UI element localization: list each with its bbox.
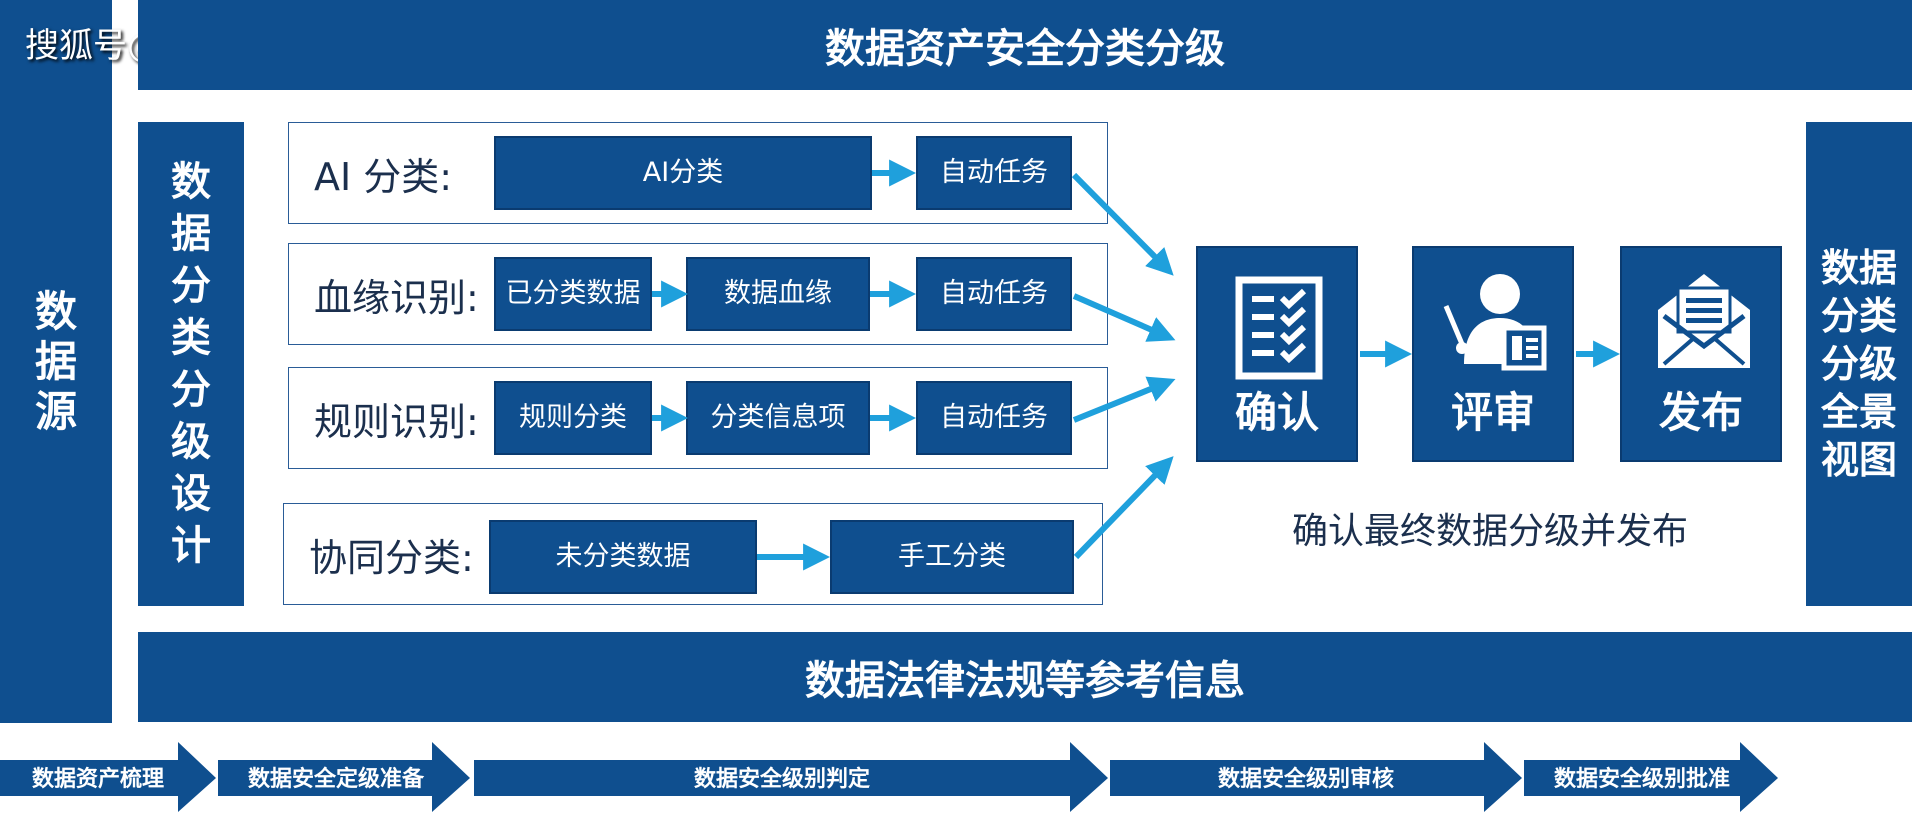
regulation-bar: 数据法律法规等参考信息 [138,632,1912,722]
row-title: 规则识别: [314,399,479,444]
title-bar: 数据资产安全分类分级 [138,0,1912,90]
process-step-label: 数据安全级别判定 [693,767,870,792]
regulation-label: 数据法律法规等参考信息 [805,658,1245,704]
data-source-label: 数据源 [34,286,77,436]
chevron-1 [0,742,216,812]
row-title: AI 分类: [314,154,453,199]
checklist-icon [1235,276,1323,380]
chevron-3 [474,742,1108,812]
steps-caption: 确认最终数据分级并发布 [1291,511,1688,552]
node-manual-classify: 手工分类 [830,520,1074,594]
step-publish: 发布 [1620,246,1782,462]
page-title: 数据资产安全分类分级 [825,26,1225,72]
node-classification-info: 分类信息项 [686,381,870,455]
node-rule-classify: 规则分类 [494,381,652,455]
data-source-bar: 数据源 [0,0,112,723]
step-review: 评审 [1412,246,1574,462]
step-label: 发布 [1658,388,1743,437]
design-label: 数据分类分级设计 [171,159,211,569]
step-label: 确认 [1234,388,1319,437]
node-auto-task: 自动任务 [916,381,1072,455]
row-title: 血缘识别: [314,275,479,320]
process-labels: 数据资产梳理 数据安全定级准备 数据安全级别判定 数据安全级别审核 数据安全级别… [0,742,1912,812]
panorama-label: 数据分类分级全景视图 [1820,246,1897,482]
process-step-label: 数据资产梳理 [31,767,164,792]
node-unclassified-data: 未分类数据 [489,520,757,594]
panorama-bar: 数据分类分级全景视图 [1806,122,1912,606]
node-ai-classify: AI分类 [494,136,872,210]
process-chevrons [0,742,1778,812]
design-bar: 数据分类分级设计 [138,122,244,606]
chevron-4 [1110,742,1522,812]
node-classified-data: 已分类数据 [494,257,652,331]
row-title: 协同分类: [309,535,474,580]
node-auto-task: 自动任务 [916,136,1072,210]
node-data-lineage: 数据血缘 [686,257,870,331]
process-step-label: 数据安全定级准备 [247,767,424,792]
node-auto-task: 自动任务 [916,257,1072,331]
envelope-icon [1658,274,1750,368]
chevron-2 [218,742,470,812]
reviewer-icon [1443,274,1547,371]
process-step-label: 数据安全级别审核 [1217,767,1394,792]
step-label: 评审 [1450,388,1535,437]
step-confirm: 确认 [1196,246,1358,462]
process-step-label: 数据安全级别批准 [1553,767,1730,792]
chevron-5 [1524,742,1778,812]
